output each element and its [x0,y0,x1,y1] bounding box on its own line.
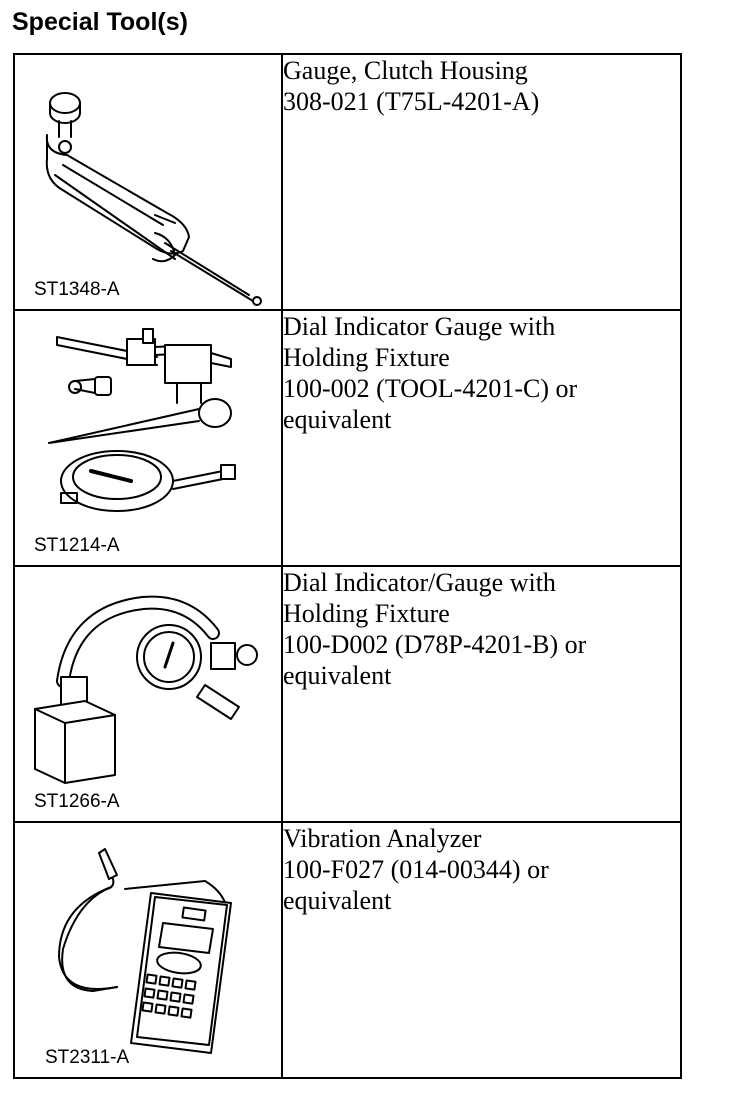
tool-description-line: Vibration Analyzer [283,824,482,853]
tool-illustration-cell: ST1214-A [13,309,283,567]
tool-code-label: ST1348-A [34,279,120,300]
tool-description-line: 100-002 (TOOL-4201-C) or [283,374,578,403]
tool-description-line: equivalent [283,405,392,434]
tool-description-line: Holding Fixture [283,343,450,372]
tool-description-cell: Vibration Analyzer 100-F027 (014-00344) … [281,821,682,1079]
tool-description-cell: Dial Indicator Gauge with Holding Fixtur… [281,309,682,567]
tool-description-line: 100-D002 (D78P-4201-B) or [283,630,587,659]
tool-description-line: 100-F027 (014-00344) or [283,855,549,884]
special-tools-table: ST1348-A Gauge, Clutch Housing 308-021 (… [13,53,682,1079]
tool-row: ST2311-A Vibration Analyzer 100-F027 (01… [13,821,682,1079]
tool-code-label: ST2311-A [45,1047,130,1068]
tool-description-cell: Dial Indicator/Gauge with Holding Fixtur… [281,565,682,823]
tool-description-line: Dial Indicator Gauge with [283,312,556,341]
tool-code-label: ST1266-A [34,791,120,812]
tool-description-line: Holding Fixture [283,599,450,628]
tool-code-label: ST1214-A [34,535,120,556]
dial-indicator-fixture-icon [48,328,236,512]
clutch-housing-gauge-icon [45,92,262,306]
tool-illustration-cell: ST2311-A [13,821,283,1079]
tool-illustration-cell: ST1266-A [13,565,283,823]
tool-description-cell: Gauge, Clutch Housing 308-021 (T75L-4201… [281,53,682,311]
tool-row: ST1348-A Gauge, Clutch Housing 308-021 (… [13,53,682,311]
tool-row: ST1266-A Dial Indicator/Gauge with Holdi… [13,565,682,823]
tool-illustration-cell: ST1348-A [13,53,283,311]
tool-row: ST1214-A Dial Indicator Gauge with Holdi… [13,309,682,567]
tool-description-line: Gauge, Clutch Housing [283,56,528,85]
tool-description-line: Dial Indicator/Gauge with [283,568,556,597]
magnetic-base-dial-gauge-icon [34,595,258,784]
tool-description-line: equivalent [283,661,392,690]
vibration-analyzer-icon [58,848,232,1054]
page-title: Special Tool(s) [12,8,188,36]
tool-description-line: equivalent [283,886,392,915]
tool-description-line: 308-021 (T75L-4201-A) [283,87,540,116]
